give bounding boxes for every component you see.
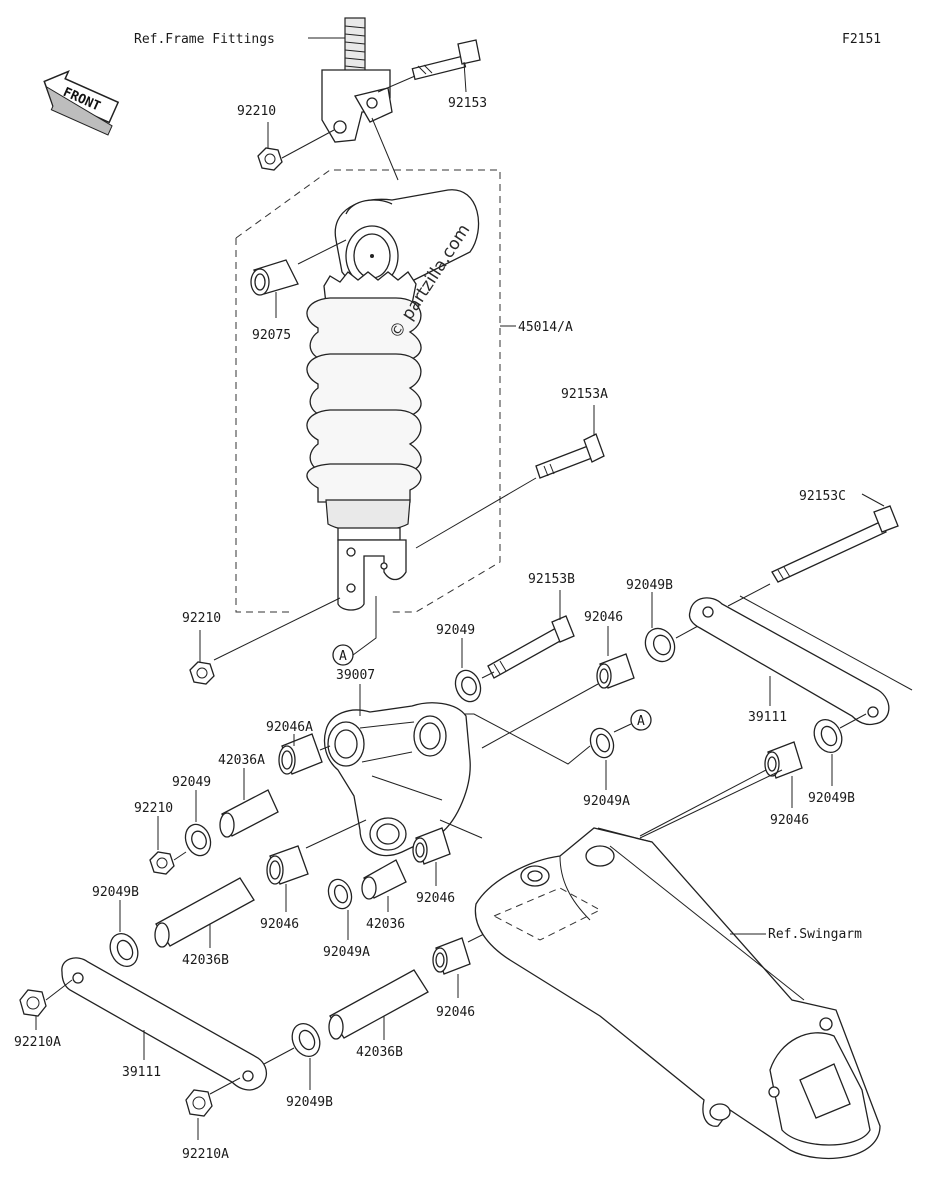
label-92049: 92049: [436, 623, 475, 638]
figure-code: F2151: [842, 32, 881, 47]
sleeve-42036B-bottom: [328, 969, 429, 1040]
callout-a-right: [630, 709, 652, 731]
label-92049B-right: 92049B: [808, 791, 855, 806]
washer-92049A-right: [589, 727, 615, 759]
label-39111-right: 39111: [748, 710, 787, 725]
washer-92049B-bottom: [291, 1022, 321, 1058]
label-39111-left: 39111: [122, 1065, 161, 1080]
label-92153C: 92153C: [799, 489, 846, 504]
label-92210A-left: 92210A: [14, 1035, 61, 1050]
tie-rod-39111-right: [688, 597, 890, 726]
label-92075: 92075: [252, 328, 291, 343]
bushing-92046-low: [432, 937, 471, 975]
bolt-92153C: [771, 505, 899, 583]
washer-92049: [454, 669, 482, 703]
label-92049B-bottom: 92049B: [286, 1095, 333, 1110]
label-92046-top: 92046: [584, 610, 623, 625]
frame-bracket: [321, 17, 393, 143]
label-92210-top: 92210: [237, 104, 276, 119]
nut-92210A-bottom: [185, 1089, 213, 1117]
bushing-92046-top: [596, 653, 635, 689]
label-42036A: 42036A: [218, 753, 265, 768]
label-92046-low: 92046: [436, 1005, 475, 1020]
label-92153: 92153: [448, 96, 487, 111]
callout-a-left-text: A: [339, 649, 347, 664]
label-42036B-bottom: 42036B: [356, 1045, 403, 1060]
label-45014-A: 45014/A: [518, 320, 573, 335]
washer-92049-left: [184, 823, 212, 857]
label-92153B: 92153B: [528, 572, 575, 587]
label-92046A: 92046A: [266, 720, 313, 735]
label-92046-mid: 92046: [416, 891, 455, 906]
label-92153A: 92153A: [561, 387, 608, 402]
bushing-92046-right: [764, 741, 803, 779]
label-39007: 39007: [336, 668, 375, 683]
label-92049A-right: 92049A: [583, 794, 630, 809]
sleeve-42036B-left: [154, 877, 255, 948]
swingarm: [474, 827, 881, 1160]
bolt-92153B: [487, 615, 575, 679]
washer-92049B-right: [813, 718, 843, 754]
label-92049B-left: 92049B: [92, 885, 139, 900]
front-arrow-icon: FRONT: [43, 69, 120, 136]
label-92049-left: 92049: [172, 775, 211, 790]
ref-swingarm-label: Ref.Swingarm: [768, 927, 862, 942]
label-92046-right: 92046: [770, 813, 809, 828]
label-92210-mid: 92210: [182, 611, 221, 626]
bolt-92153A: [535, 433, 605, 479]
shock-absorber: [235, 169, 501, 613]
bushing-92075: [250, 259, 299, 296]
sleeve-42036: [361, 859, 407, 900]
tie-rod-39111-left: [61, 957, 268, 1091]
label-42036B-left: 42036B: [182, 953, 229, 968]
bushing-92046A: [278, 733, 323, 775]
callout-a-right-text: A: [637, 714, 645, 729]
nut-92210-left: [149, 851, 175, 875]
label-92049B-top: 92049B: [626, 578, 673, 593]
nut-92210-mid: [189, 661, 215, 685]
bushing-92046-mid: [412, 827, 451, 865]
label-92049A-bottom: 92049A: [323, 945, 370, 960]
bushing-92046-center: [266, 845, 309, 885]
label-42036: 42036: [366, 917, 405, 932]
bolt-92153: [411, 39, 481, 81]
nut-92210A-left: [19, 989, 47, 1017]
label-92210A-bottom: 92210A: [182, 1147, 229, 1162]
ref-frame-fittings-label: Ref.Frame Fittings: [134, 32, 275, 47]
sleeve-42036A: [219, 789, 279, 838]
washer-92049A-bottom: [327, 878, 353, 910]
nut-92210-top: [257, 147, 283, 171]
washer-92049B-left: [109, 932, 139, 968]
washer-92049B-top: [644, 627, 676, 663]
linkage-39007: [323, 702, 471, 857]
label-92046-center: 92046: [260, 917, 299, 932]
label-92210-left: 92210: [134, 801, 173, 816]
